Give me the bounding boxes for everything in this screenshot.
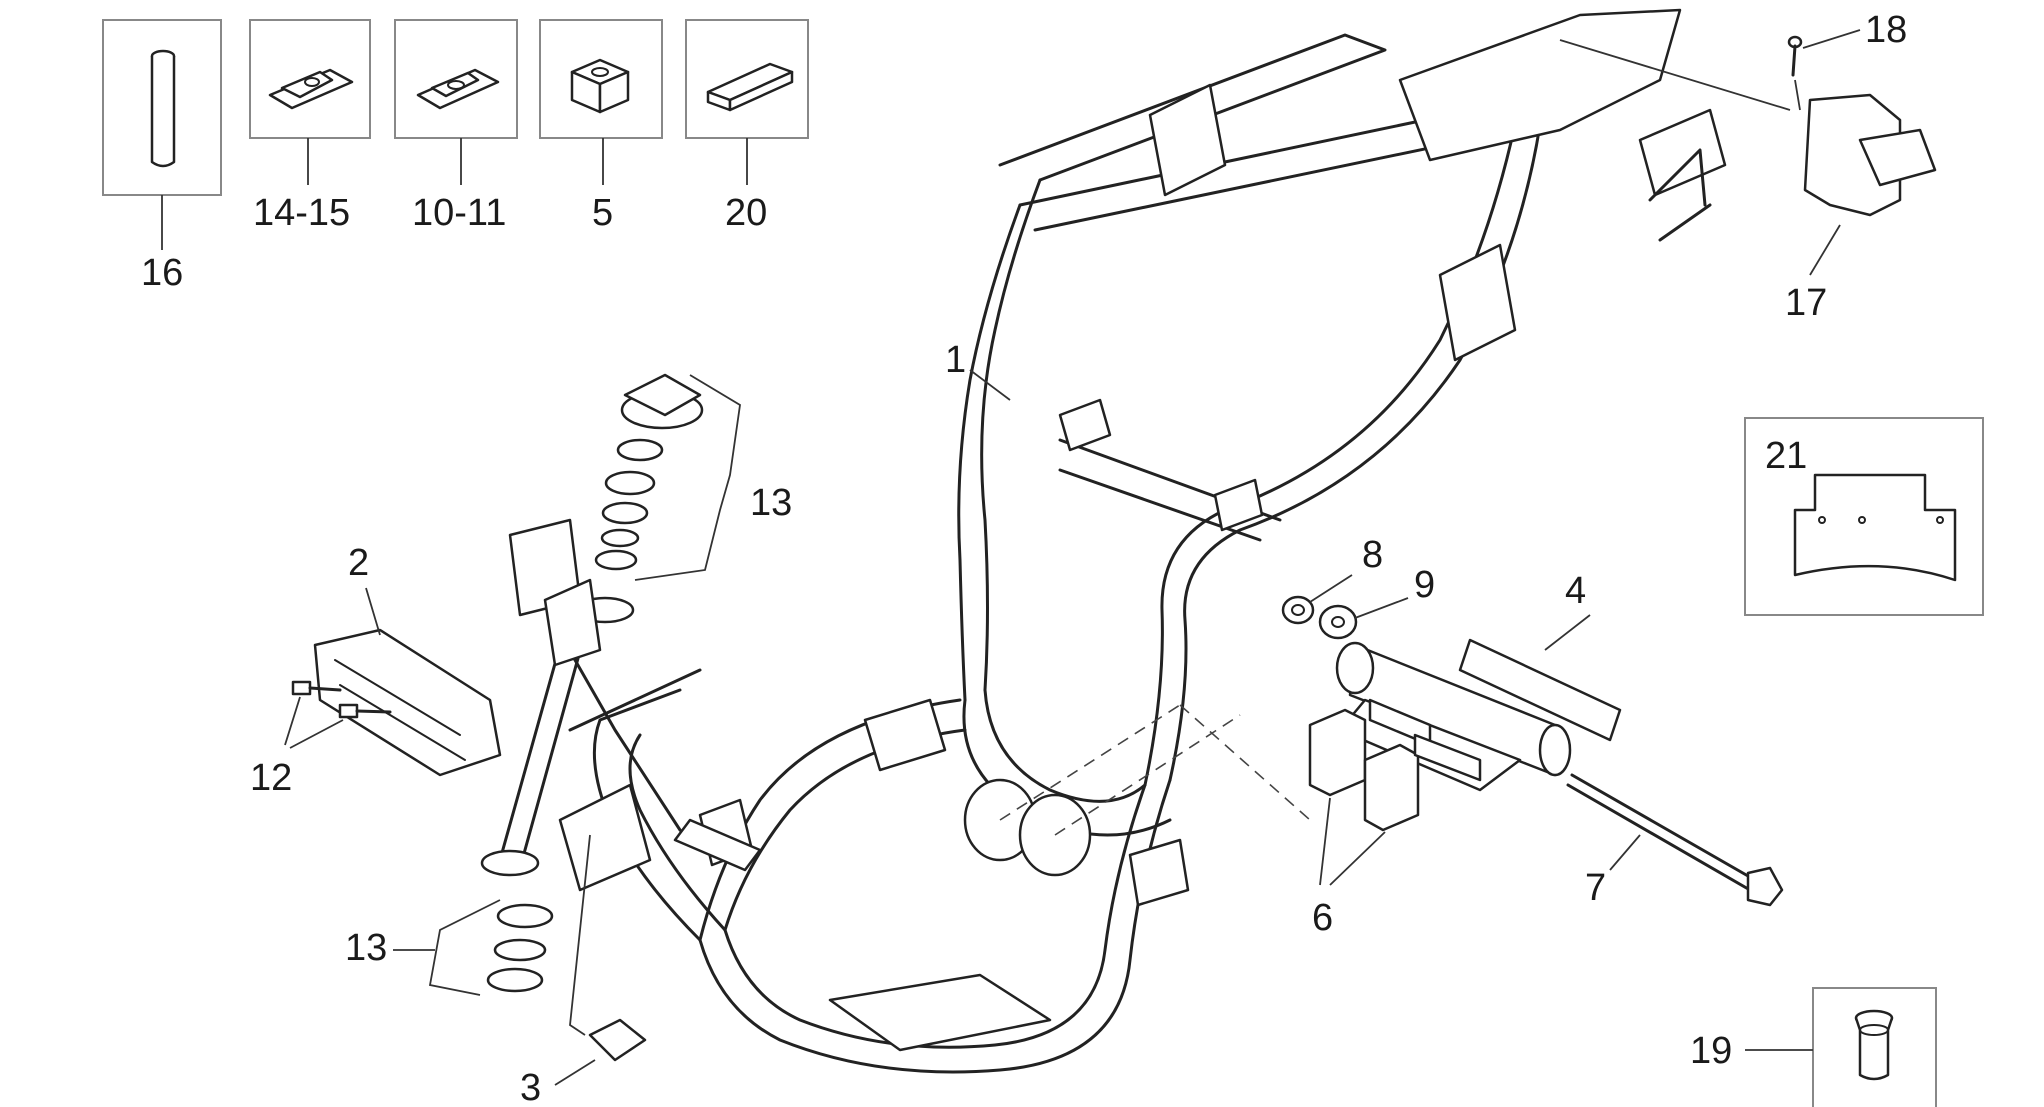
grommet-icon <box>1854 1009 1894 1081</box>
part-box-20 <box>685 19 809 185</box>
part-box-19 <box>1745 987 1937 1107</box>
callout-3: 3 <box>520 1067 541 1107</box>
foam-pad-icon <box>706 62 794 112</box>
callout-9: 9 <box>1414 564 1435 606</box>
pin-icon <box>150 49 176 168</box>
callout-8: 8 <box>1362 534 1383 576</box>
cover-part-17 <box>1803 93 1937 276</box>
callout-16: 16 <box>141 252 183 294</box>
silent-blocks-part-6 <box>1308 698 1482 886</box>
screw-part-18 <box>1559 29 1861 111</box>
clip-part-3 <box>554 834 647 1086</box>
lower-bearing-set <box>393 899 554 996</box>
nut-part-8 <box>1281 574 1353 625</box>
callout-10-11: 10-11 <box>412 192 506 234</box>
callout-2: 2 <box>348 542 369 584</box>
callout-13-lower: 13 <box>345 927 387 969</box>
callout-4: 4 <box>1565 570 1586 612</box>
callout-14-15: 14-15 <box>253 192 350 234</box>
upper-bearing-set <box>594 373 741 581</box>
part-box-5 <box>539 19 663 185</box>
bracket-part-2 <box>313 628 502 777</box>
callout-1: 1 <box>945 339 966 381</box>
main-frame <box>592 8 1727 1074</box>
bolts-part-12 <box>284 680 392 749</box>
callout-5: 5 <box>592 192 613 234</box>
callout-17: 17 <box>1785 282 1827 324</box>
callout-6: 6 <box>1312 897 1333 939</box>
part-box-16 <box>102 19 222 250</box>
callout-19: 19 <box>1690 1030 1732 1072</box>
bolt-part-7 <box>1566 773 1784 907</box>
part-box-14-15 <box>249 19 371 185</box>
cage-nut-icon <box>570 58 630 114</box>
callout-13-upper: 13 <box>750 482 792 524</box>
spring-clip-icon <box>268 68 354 110</box>
part-box-10-11 <box>394 19 518 185</box>
part-box-21 <box>1744 417 1984 616</box>
callout-21: 21 <box>1765 435 1807 477</box>
front-steering-assembly <box>480 518 702 892</box>
washer-part-9 <box>1318 597 1409 640</box>
callout-20: 20 <box>725 192 767 234</box>
gasket-plate-icon <box>1793 473 1957 582</box>
callout-7: 7 <box>1585 867 1606 909</box>
callout-12: 12 <box>250 757 292 799</box>
speed-nut-icon <box>416 68 500 110</box>
callout-18: 18 <box>1865 9 1907 51</box>
